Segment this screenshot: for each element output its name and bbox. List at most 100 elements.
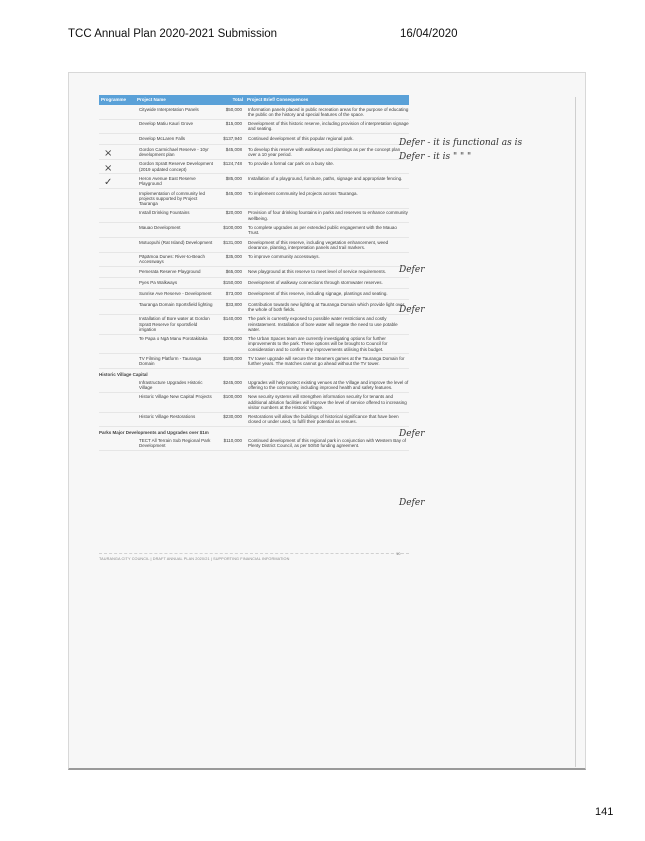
- table-header: Programme Project Name Total Project Bri…: [99, 95, 409, 105]
- table-row: TECT All Terrain Sub Regional Park Devel…: [99, 436, 409, 451]
- cell-project-name: TECT All Terrain Sub Regional Park Devel…: [139, 437, 211, 449]
- cell-programme: [99, 438, 135, 448]
- cell-programme: [99, 107, 135, 117]
- handwritten-x-mark-2: ×: [104, 163, 113, 174]
- cell-programme: [99, 291, 135, 298]
- table-row: Heron Avenue East Reserve Playground$85,…: [99, 174, 409, 189]
- table-row: Pyes Pa Walkways $150,000 Development of w…: [99, 278, 409, 290]
- table-row: Infrastructure Upgrades Historic Village…: [99, 378, 409, 393]
- cell-total: $20,000: [225, 210, 242, 216]
- cell-total: $65,000: [225, 268, 242, 274]
- cell-brief: The Urban Spaces team are currently inve…: [248, 336, 388, 352]
- cell-project-name: Develop McLaren Falls: [139, 135, 186, 141]
- cell-total: $35,000: [225, 254, 242, 260]
- cell-brief: Upgrades will help protect existing venu…: [248, 379, 409, 390]
- cell-total: $110,000: [223, 437, 242, 443]
- cell-programme: [99, 280, 135, 287]
- cell-total: $33,800: [225, 301, 242, 307]
- cell-total: $45,000: [225, 190, 242, 196]
- cell-programme: [99, 240, 135, 250]
- cell-brief: The park is currently exposed to possibl…: [248, 316, 398, 332]
- cell-project-name: TV Filming Platform - Tauranga Domain: [139, 355, 202, 367]
- scanned-document: Programme Project Name Total Project Bri…: [68, 72, 586, 770]
- col-brief: Project Brief/ Consequences: [247, 97, 309, 103]
- cell-project-name: Pyes Pa Walkways: [139, 279, 178, 285]
- handwritten-x-mark-1: ×: [104, 148, 113, 159]
- cell-brief: To implement community led projects acro…: [248, 190, 358, 196]
- cell-total: $50,000: [225, 106, 242, 112]
- cell-brief: Development of this reserve, including v…: [248, 239, 389, 250]
- col-total: Total: [232, 97, 243, 103]
- cell-project-name: Gordon Spratt Reserve Development (2019 …: [139, 161, 214, 172]
- cell-total: $131,000: [223, 239, 242, 245]
- cell-total: $124,748: [223, 161, 242, 167]
- cell-programme: [99, 121, 135, 131]
- cell-programme: [99, 210, 135, 220]
- table-section-heading: Historic Village Capital: [99, 371, 148, 377]
- cell-programme: [99, 254, 135, 264]
- cell-programme: [99, 336, 135, 352]
- cell-brief: To provide a formal car park on a busy s…: [248, 161, 335, 167]
- table-row: Pāpāmoa Dunes: River-to-Beach Accessways…: [99, 253, 409, 268]
- cell-project-name: Installation of Bore water at Gordon Spr…: [139, 316, 210, 332]
- cell-total: $150,000: [223, 279, 242, 285]
- cell-brief: New playground at this reserve to meet l…: [248, 268, 387, 274]
- cell-programme: [99, 414, 135, 424]
- cell-project-name: Historic Village New Capital Projects: [139, 394, 212, 400]
- table-row: Motuopuhi (Rat Island) Development$131,0…: [99, 238, 409, 253]
- cell-brief: Continued development of this regional p…: [248, 437, 407, 449]
- cell-project-name: Sunrise Ave Reserve - Development: [139, 290, 212, 296]
- table-row: Gordon Carmichael Reserve - 10yr develop…: [99, 145, 409, 160]
- cell-total: $100,000: [223, 394, 242, 400]
- cell-total: $73,000: [225, 290, 242, 296]
- cell-project-name: Implementation of community led projects…: [139, 190, 206, 206]
- cell-brief: To develop this reserve with walkways an…: [248, 146, 401, 157]
- cell-programme: [99, 380, 135, 390]
- cell-brief: Restorations will allow the buildings of…: [248, 414, 399, 425]
- cell-project-name: Tauranga Domain Sportsfield lighting: [139, 301, 213, 307]
- cell-programme: [99, 191, 135, 207]
- cell-project-name: Infrastructure Upgrades Historic Village: [139, 379, 203, 390]
- cell-brief: Provision of four drinking fountains in …: [248, 210, 408, 221]
- table-row: Tauranga Domain Sportsfield lighting $33,…: [99, 300, 409, 315]
- cell-brief: TV tower upgrade will secure the Steamer…: [248, 355, 405, 367]
- cell-brief: Development of this reserve, including s…: [248, 290, 388, 296]
- cell-brief: New security systems will strengthen inf…: [248, 394, 407, 410]
- table-row: Sunrise Ave Reserve - Development $73,000…: [99, 289, 409, 301]
- table-row: Implementation of community led projects…: [99, 189, 409, 209]
- cell-project-name: Install Drinking Fountains: [139, 210, 190, 216]
- cell-programme: [99, 225, 135, 235]
- cell-total: $85,000: [225, 175, 242, 181]
- cell-total: $180,000: [223, 355, 242, 361]
- cell-project-name: Mauao Development: [139, 224, 181, 230]
- cell-total: $230,000: [223, 414, 242, 420]
- cell-brief: Development of walkway connections throu…: [248, 279, 383, 285]
- cell-project-name: Gordon Carmichael Reserve - 10yr develop…: [139, 146, 209, 157]
- handwritten-check-mark: ✓: [104, 177, 113, 188]
- page-number: 141: [595, 806, 614, 818]
- cell-total: $137,940: [223, 135, 242, 141]
- handwritten-defer-pyes-pa: Defer: [399, 305, 425, 315]
- page-header-title: TCC Annual Plan 2020-2021 Submission: [68, 28, 278, 40]
- table-section-heading: Parks Major Developments and Upgrades ov…: [99, 430, 209, 436]
- cell-programme: [99, 316, 135, 332]
- sheet-footer: TAURANGA CITY COUNCIL | DRAFT ANNUAL PLA…: [99, 553, 409, 561]
- table-row: Historic Village New Capital Projects $10…: [99, 393, 409, 413]
- cell-total: $140,000: [223, 316, 242, 322]
- table-row: Install Drinking Fountains $20,000 Provisi…: [99, 209, 409, 224]
- cell-programme: [99, 394, 135, 410]
- cell-total: $200,000: [223, 336, 242, 342]
- cell-programme: [99, 356, 135, 366]
- handwritten-note-functional: Defer - it is functional as is: [399, 138, 523, 148]
- handwritten-defer-motuopuhi: Defer: [399, 265, 425, 275]
- cell-project-name: Pāpāmoa Dunes: River-to-Beach Accessways: [139, 254, 206, 265]
- cell-project-name: Historic Village Restorations: [139, 414, 196, 420]
- col-project-name: Project Name: [137, 97, 166, 103]
- handwritten-note-ditto: Defer - it is " " ": [399, 152, 472, 162]
- scan-edge-line: [575, 97, 576, 767]
